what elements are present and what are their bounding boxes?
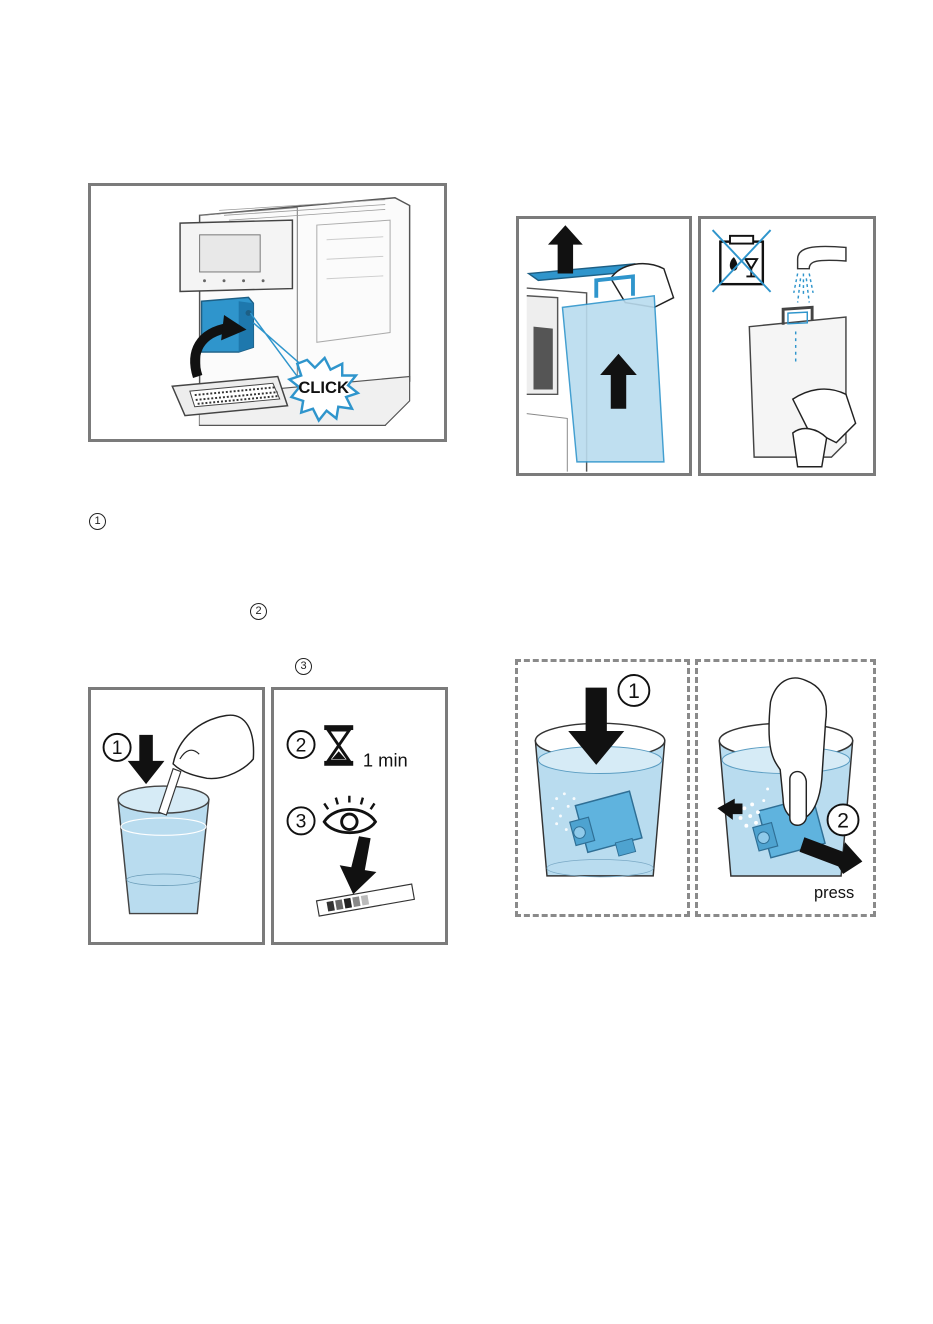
coffee-machine-illustration: CLICK <box>91 186 444 439</box>
step1-label: 1 <box>112 738 123 759</box>
eye-icon <box>324 796 375 833</box>
press-filter-illustration: 2 press <box>698 662 873 914</box>
soak-step1-label: 1 <box>628 679 640 703</box>
tank-rinse-illustration <box>701 219 873 473</box>
figure-wait-and-read: 2 1 min 3 <box>271 687 448 945</box>
press-label: press <box>814 884 854 902</box>
figure-dip-test-strip: 1 <box>88 687 265 945</box>
step3-label: 3 <box>296 812 307 833</box>
click-callout: CLICK <box>298 378 349 397</box>
figure-rinse-tank <box>698 216 876 476</box>
step2-label: 2 <box>296 735 307 756</box>
no-dishwasher-icon <box>713 230 771 292</box>
hourglass-icon <box>324 725 353 766</box>
tank-removal-illustration <box>519 219 689 473</box>
step-marker-3: 3 <box>295 655 312 675</box>
marker-2-label: 2 <box>250 603 267 620</box>
marker-3-label: 3 <box>295 658 312 675</box>
marker-1-label: 1 <box>89 513 106 530</box>
down-arrow-icon-2 <box>340 836 377 894</box>
test-strip <box>317 884 415 916</box>
step-marker-1: 1 <box>89 510 106 530</box>
step-marker-2: 2 <box>250 600 267 620</box>
figure-soak-filter: 1 <box>515 659 690 917</box>
test-strip-glass-illustration: 1 <box>91 690 262 942</box>
press-step2-label: 2 <box>837 809 849 833</box>
figure-press-filter: 2 press <box>695 659 876 917</box>
soak-filter-illustration: 1 <box>518 662 687 914</box>
figure-remove-tank <box>516 216 692 476</box>
up-arrow-icon <box>548 225 583 273</box>
figure-insert-filter: CLICK <box>88 183 447 442</box>
wait-read-illustration: 2 1 min 3 <box>274 690 445 942</box>
down-arrow-icon <box>128 735 165 784</box>
time-label: 1 min <box>363 750 408 771</box>
